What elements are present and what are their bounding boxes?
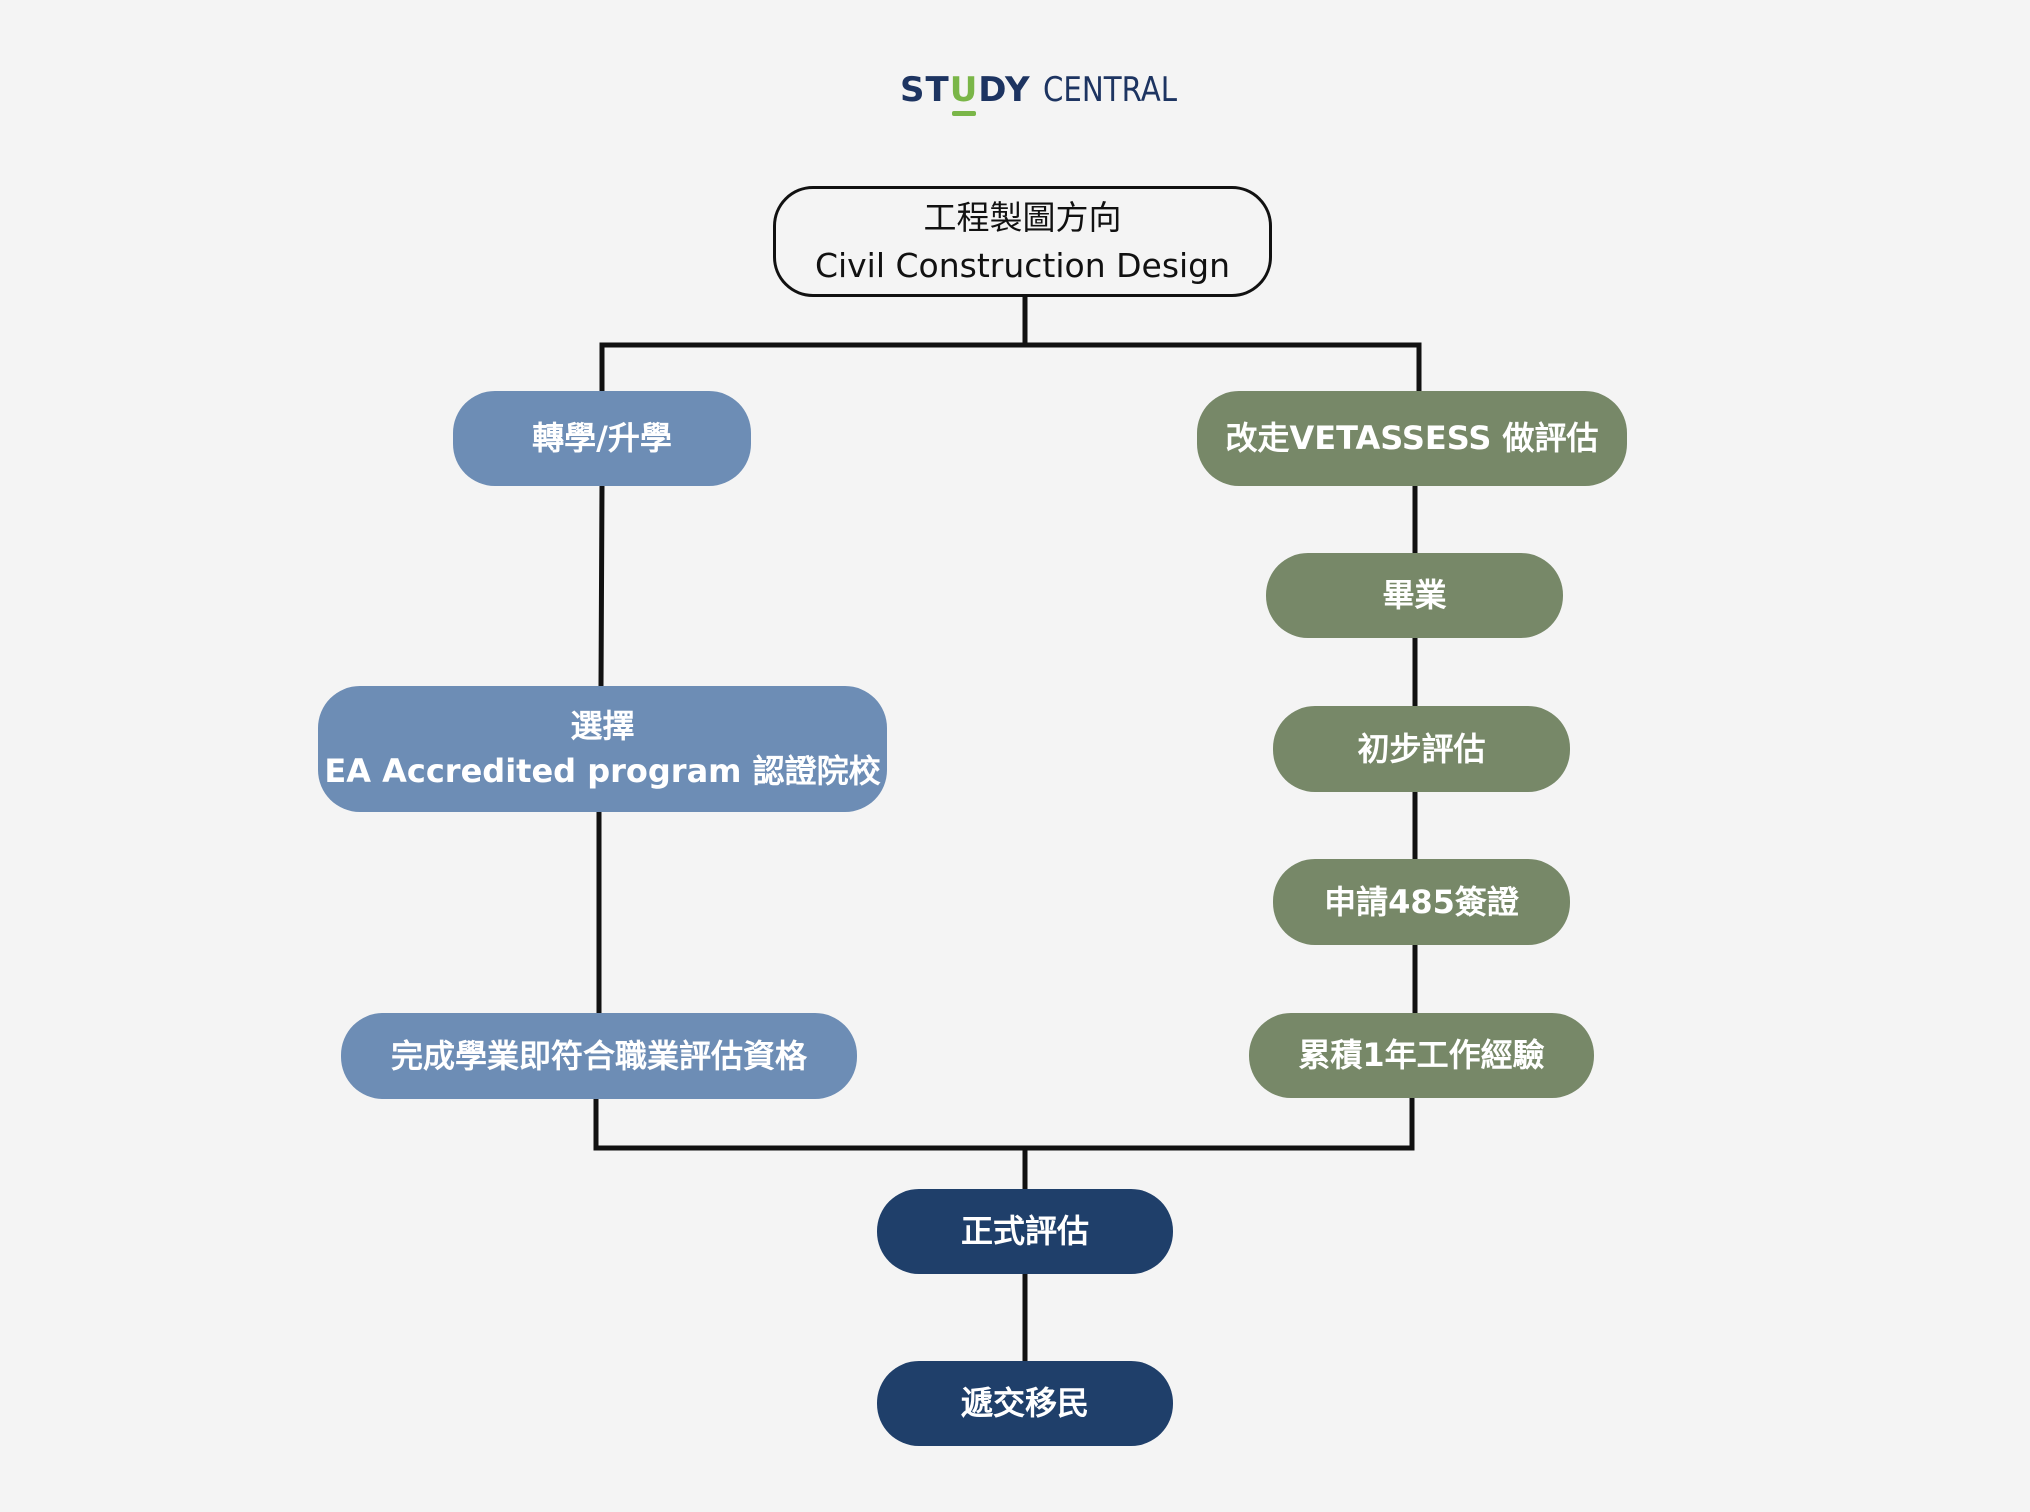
final-step-formal-assessment: 正式評估 xyxy=(877,1189,1173,1274)
logo-text-u: U xyxy=(949,70,979,116)
right-step-label: 改走VETASSESS 做評估 xyxy=(1225,419,1599,458)
right-step-label: 初步評估 xyxy=(1357,729,1486,768)
logo-text-st: ST xyxy=(900,70,950,110)
right-step-work-experience: 累積1年工作經驗 xyxy=(1249,1013,1594,1098)
left-step-label: 選擇 xyxy=(570,707,635,746)
right-step-label: 畢業 xyxy=(1382,576,1447,615)
root-title-zh: 工程製圖方向 xyxy=(923,197,1122,237)
connector-split xyxy=(599,342,1422,394)
right-step-vetassess: 改走VETASSESS 做評估 xyxy=(1197,391,1627,486)
left-step-label: 轉學/升學 xyxy=(532,419,672,458)
logo-text-central: CENTRAL xyxy=(1042,70,1177,110)
logo-text-dy: DY xyxy=(978,70,1031,110)
left-step-label: 完成學業即符合職業評估資格 xyxy=(390,1036,807,1075)
right-step-preliminary-assessment: 初步評估 xyxy=(1273,706,1570,792)
right-step-label: 累積1年工作經驗 xyxy=(1298,1036,1545,1075)
left-step-transfer: 轉學/升學 xyxy=(453,391,751,486)
connector-left-1-2 xyxy=(598,483,605,689)
root-title-en: Civil Construction Design xyxy=(814,245,1231,285)
right-step-graduate: 畢業 xyxy=(1266,553,1563,638)
left-step-choose-accredited: 選擇 EA Accredited program 認證院校 xyxy=(318,686,887,812)
final-step-submit-immigration: 遞交移民 xyxy=(877,1361,1173,1446)
left-step-sublabel: EA Accredited program 認證院校 xyxy=(324,752,881,790)
final-step-label: 遞交移民 xyxy=(960,1384,1089,1423)
left-step-complete-studies: 完成學業即符合職業評估資格 xyxy=(341,1013,857,1099)
right-step-label: 申請485簽證 xyxy=(1324,882,1519,921)
right-step-485-visa: 申請485簽證 xyxy=(1273,859,1570,945)
root-node: 工程製圖方向 Civil Construction Design xyxy=(773,186,1272,297)
final-step-label: 正式評估 xyxy=(960,1212,1089,1251)
connector-merge xyxy=(593,1095,1415,1151)
